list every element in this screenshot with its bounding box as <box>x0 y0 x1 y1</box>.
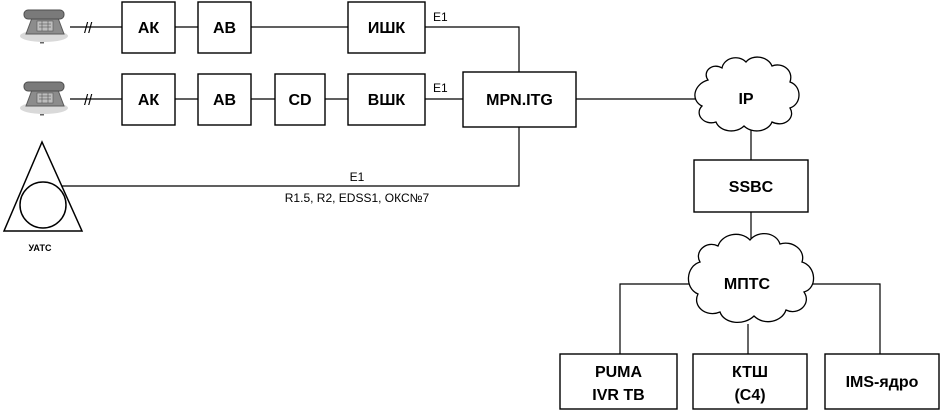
row1-e1-label: E1 <box>433 10 448 24</box>
telephone-icon <box>20 9 68 44</box>
telephone-icon <box>20 81 68 116</box>
row2-ak-node: АК <box>121 73 176 126</box>
uats-circle <box>19 181 67 229</box>
row2-av-node: АВ <box>197 73 252 126</box>
ktsh-node: КТШ (С4) <box>692 353 808 410</box>
row2-av-label: АВ <box>213 92 236 109</box>
line-mpts-ims <box>812 283 881 354</box>
ssbc-label: SSBC <box>729 179 774 196</box>
row1-av-node: АВ <box>197 1 252 54</box>
row1-ishk-label: ИШК <box>368 20 406 37</box>
uats-label: УАТС <box>29 243 52 253</box>
ip-cloud: IP <box>694 56 800 132</box>
uats-link-e1-label: E1 <box>350 170 365 184</box>
row2-cd-node: CD <box>274 73 326 126</box>
gateway-label: MPN.ITG <box>486 92 553 109</box>
uats-node: УАТС <box>2 140 84 253</box>
ip-cloud-label: IP <box>738 91 753 108</box>
row1-av-label: АВ <box>213 20 236 37</box>
connector-lines <box>62 26 881 354</box>
row2-e1-label: E1 <box>433 81 448 95</box>
mpts-cloud: МПТС <box>687 233 815 323</box>
ktsh-label-line1: КТШ <box>732 364 768 381</box>
row2-vshk-label: ВШК <box>368 92 406 109</box>
line-uats-gateway <box>62 127 520 187</box>
row1-ak-node: АК <box>121 1 176 54</box>
row1-ishk-node: ИШК <box>347 1 426 54</box>
puma-label-line2: IVR ТВ <box>592 387 644 404</box>
ssbc-node: SSBC <box>693 159 809 213</box>
line-ishk-gateway <box>425 26 520 72</box>
puma-label-line1: PUMA <box>595 364 643 381</box>
gateway-node: MPN.ITG <box>462 71 577 128</box>
ktsh-label-line2: (С4) <box>734 387 765 404</box>
ims-node: IMS-ядро <box>824 353 940 410</box>
row1-ak-label: АК <box>138 20 160 37</box>
line-mpts-puma <box>619 283 689 354</box>
row2-cd-label: CD <box>288 92 311 109</box>
uats-protocols-label: R1.5, R2, EDSS1, ОКС№7 <box>285 191 430 205</box>
line-break-marker-2: // <box>84 92 93 109</box>
ims-label: IMS-ядро <box>846 374 919 391</box>
row2-vshk-node: ВШК <box>347 73 426 126</box>
mpts-cloud-label: МПТС <box>724 276 771 293</box>
row2-ak-label: АК <box>138 92 160 109</box>
puma-node: PUMA IVR ТВ <box>559 353 678 410</box>
line-break-marker-1: // <box>84 20 93 37</box>
